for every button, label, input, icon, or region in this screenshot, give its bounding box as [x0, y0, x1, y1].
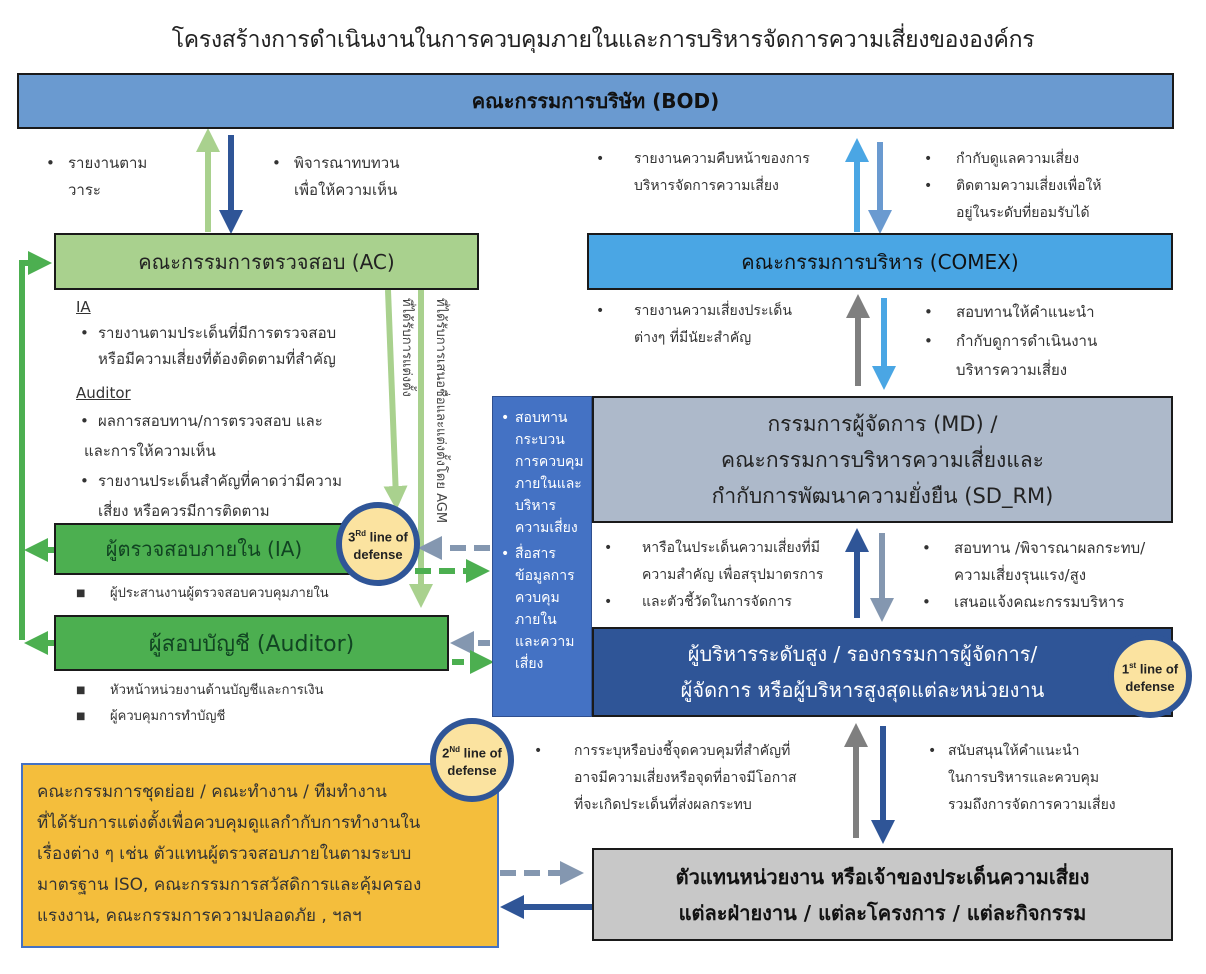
exec-line: ผู้บริหารระดับสูง / รองกรรมการผู้จัดการ/	[687, 642, 1038, 666]
md-box: กรรมการผู้จัดการ (MD) / คณะกรรมการบริหาร…	[592, 396, 1173, 523]
bod-label: คณะกรรมการบริษัท (BOD)	[471, 89, 720, 113]
note-bod-comex-right: กำกับดูแลความเสี่ยง ติดตามความเสี่ยงเพื่…	[920, 146, 1102, 227]
unit-box: ตัวแทนหน่วยงาน หรือเจ้าของประเด็นความเสี…	[592, 848, 1173, 941]
note-md-exec-right: สอบทาน /พิจารณาผลกระทบ/ ความเสี่ยงรุนแรง…	[918, 535, 1145, 616]
side-item: สอบทาน กระบวน การควบคุม ภายในและ บริหาร …	[501, 407, 585, 539]
arrow-ac-to-ia	[383, 289, 408, 510]
note-comex-md-left: รายงานความเสี่ยงประเด็น ต่างๆ ที่มีนัยะส…	[592, 298, 792, 352]
md-line: คณะกรรมการบริหารความเสี่ยงและ	[721, 447, 1044, 472]
committees-line: แรงงาน, คณะกรรมการความปลอดภัย , ฯลฯ	[37, 906, 362, 926]
auditor-label: ผู้สอบบัญชี (Auditor)	[148, 631, 355, 657]
unit-line: แต่ละฝ่ายงาน / แต่ละโครงการ / แต่ละกิจกร…	[678, 900, 1087, 925]
note-bod-ac-left: รายงานตาม วาระ	[42, 150, 147, 204]
note-ac-ia: IA รายงานตามประเด็นที่มีการตรวจสอบ หรือม…	[76, 294, 342, 526]
committees-box: คณะกรรมการชุดย่อย / คณะทำงาน / ทีมทำงาน …	[21, 763, 499, 948]
note-comex-md-right: สอบทานให้คำแนะนำ กำกับดูการดำเนินงาน บริ…	[920, 298, 1097, 385]
exec-box: ผู้บริหารระดับสูง / รองกรรมการผู้จัดการ/…	[592, 627, 1173, 717]
comex-label: คณะกรรมการบริหาร (COMEX)	[741, 249, 1019, 274]
internal-control-side-box: สอบทาน กระบวน การควบคุม ภายในและ บริหาร …	[492, 396, 592, 717]
diagram-title: โครงสร้างการดำเนินงานในการควบคุมภายในและ…	[171, 27, 1035, 53]
committees-line: ที่ได้รับการแต่งตั้งเพื่อควบคุมดูแลกำกับ…	[37, 813, 421, 833]
note-bod-comex-left: รายงานความคืบหน้าของการ บริหารจัดการความ…	[592, 146, 810, 200]
side-item: สื่อสาร ข้อมูลการ ควบคุม ภายใน และความ เ…	[501, 543, 585, 675]
auditor-appointed-label: ที่ได้รับการเสนอชื่อและแต่งตั้งโดย AGM	[433, 298, 448, 524]
exec-line: ผู้จัดการ หรือผู้บริหารสูงสุดแต่ละหน่วยง…	[680, 678, 1045, 702]
committees-line: คณะกรรมการชุดย่อย / คณะทำงาน / ทีมทำงาน	[37, 782, 387, 802]
note-auditor-sub: หัวหน้าหน่วยงานด้านบัญชีและการเงิน ผู้คว…	[70, 678, 323, 730]
comex-box: คณะกรรมการบริหาร (COMEX)	[587, 233, 1173, 290]
note-md-exec-left: หารือในประเด็นความเสี่ยงที่มี ความสำคัญ …	[600, 535, 823, 616]
ac-label: คณะกรรมการตรวจสอบ (AC)	[138, 249, 395, 274]
bod-box: คณะกรรมการบริษัท (BOD)	[17, 73, 1174, 129]
note-ia-sub: ผู้ประสานงานผู้ตรวจสอบควบคุมภายใน	[70, 582, 329, 606]
ia-appointed-label: ที่ได้รับการแต่งตั้ง	[399, 298, 414, 397]
md-line: กรรมการผู้จัดการ (MD) /	[767, 411, 998, 436]
ia-label: ผู้ตรวจสอบภายใน (IA)	[105, 537, 303, 561]
unit-line: ตัวแทนหน่วยงาน หรือเจ้าของประเด็นความเสี…	[675, 864, 1090, 889]
arrow-loop-to-ac	[19, 251, 52, 640]
committees-line: มาตรฐาน ISO, คณะกรรมการสวัสดิการและคุ้มค…	[37, 875, 422, 895]
note-exec-unit-left: การระบุหรือบ่งชี้จุดควบคุมที่สำคัญที่ อา…	[530, 738, 797, 819]
committees-line: เรื่องต่าง ๆ เช่น ตัวแทนผู้ตรวจสอบภายในต…	[37, 844, 412, 864]
auditor-box: ผู้สอบบัญชี (Auditor)	[54, 615, 449, 671]
ac-box: คณะกรรมการตรวจสอบ (AC)	[54, 233, 479, 290]
md-line: กำกับการพัฒนาความยั่งยืน (SD_RM)	[711, 483, 1054, 508]
note-bod-ac-right: พิจารณาทบทวน เพื่อให้ความเห็น	[268, 150, 399, 204]
note-exec-unit-right: สนับสนุนให้คำแนะนำ ในการบริหารและควบคุม …	[924, 738, 1116, 819]
